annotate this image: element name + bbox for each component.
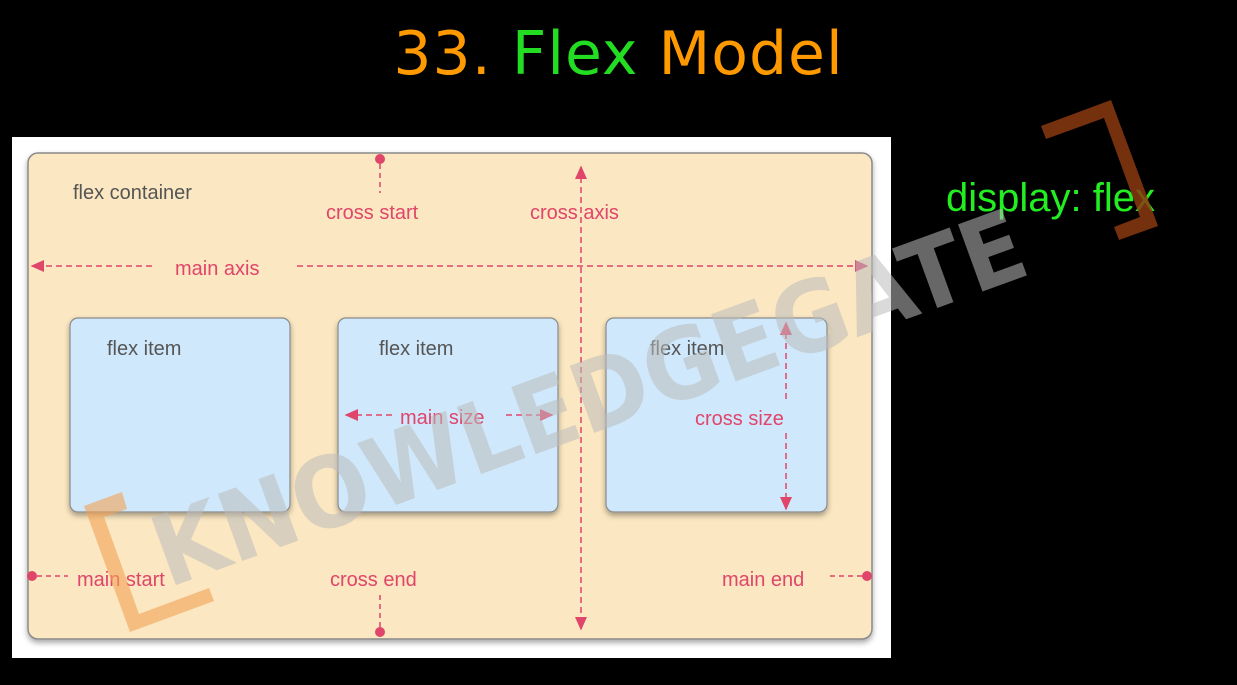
- cross-start-dot: [375, 154, 385, 164]
- main-end-label: main end: [722, 569, 804, 591]
- cross-axis-label: cross axis: [530, 202, 619, 224]
- flex-item-label-3: flex item: [650, 338, 724, 360]
- main-size-label-bg: [396, 401, 504, 427]
- cross-end-label: cross end: [330, 569, 417, 591]
- flex-model-diagram: flex container flex item flex item flex …: [27, 152, 873, 640]
- cross-start-label: cross start: [326, 202, 419, 224]
- title-word-flex: Flex: [511, 19, 639, 89]
- cross-size-label-bg: [692, 403, 802, 429]
- display-flex-note: display: flex: [946, 176, 1155, 220]
- flex-item-label-2: flex item: [379, 338, 453, 360]
- title-word-model: Model: [658, 19, 844, 89]
- cross-size-label: cross size: [695, 408, 784, 430]
- flex-model-figure: flex container flex item flex item flex …: [12, 137, 891, 658]
- main-start-dot: [27, 571, 37, 581]
- main-start-label: main start: [77, 569, 165, 591]
- cross-end-dot: [375, 627, 385, 637]
- flex-item-label-1: flex item: [107, 338, 181, 360]
- slide-title: 33. Flex Model: [0, 14, 1237, 94]
- main-axis-label: main axis: [175, 258, 259, 280]
- main-size-label: main size: [400, 407, 484, 429]
- main-end-dot: [862, 571, 872, 581]
- slide-number: 33.: [393, 19, 492, 89]
- flex-container-label: flex container: [73, 182, 192, 204]
